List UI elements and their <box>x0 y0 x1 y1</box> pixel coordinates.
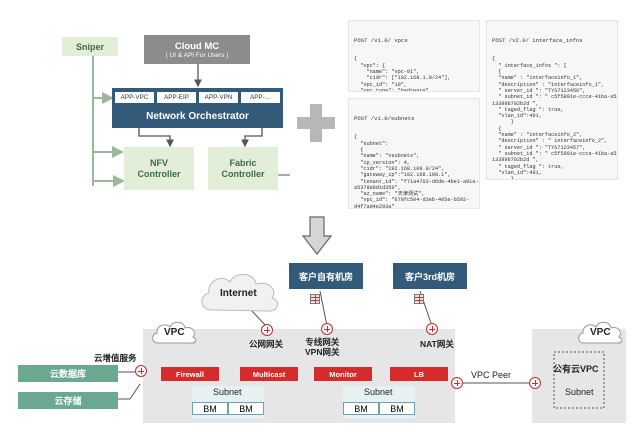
vpc-right-cloud-icon <box>578 321 623 344</box>
firewall-icon-3rd <box>414 294 424 304</box>
code-subnets: POST /v1.0/subnets { "subnet": { "name":… <box>348 98 480 209</box>
internet-cloud-icon <box>201 273 279 312</box>
cloud-mc-title: Cloud MC <box>174 40 220 52</box>
down-arrow-icon <box>301 216 333 255</box>
public-cloud-vpc-label: 公有云VPC <box>553 364 599 374</box>
code-interface-infos: POST /v2.0/ interface_infos { " interfac… <box>486 20 618 180</box>
public-gateway-label: 公网网关 <box>249 339 284 349</box>
subnet-left: Subnet BM BM <box>192 386 264 418</box>
app-eip: APP-EIP <box>157 92 196 103</box>
bm-right-1: BM <box>343 402 379 415</box>
internet-label: Internet <box>220 288 257 299</box>
multicast-service: Multicast <box>240 367 298 381</box>
plus-icon <box>297 104 335 142</box>
customer-3rd-label: 客户3rd机房 <box>404 271 455 282</box>
app-vpn: APP-VPN <box>199 92 238 103</box>
code-vpcs-title: POST /v1.0/ vpcs <box>354 36 408 44</box>
fabric-controller-box: Fabric Controller <box>208 147 278 190</box>
network-orchestrator-box: APP-VPC APP-EIP APP-VPN APP-… Network Or… <box>112 88 283 128</box>
app-more: APP-… <box>241 92 280 103</box>
customer-own-dc: 客户自有机房 <box>289 263 363 289</box>
firewall-service: Firewall <box>161 367 219 381</box>
vpc-peer-router-left-icon <box>451 377 463 389</box>
nat-gateway-label: NAT网关 <box>420 339 454 349</box>
code-intf-title: POST /v2.0/ interface_infos <box>492 36 583 44</box>
nfv-controller-box: NFV Controller <box>124 147 194 190</box>
cloud-db-box: 云数据库 <box>18 365 118 382</box>
subnet-public-label: Subnet <box>565 387 594 397</box>
customer-own-label: 客户自有机房 <box>298 271 353 282</box>
bm-left-2: BM <box>228 402 264 415</box>
customer-3rd-dc: 客户3rd机房 <box>393 263 467 289</box>
sniper-label: Sniper <box>75 41 104 52</box>
dedicated-gateway-label: 专线网关 VPN网关 <box>305 337 340 357</box>
vpc-cloud-icon <box>152 321 197 344</box>
vpc-peer-router-right-icon <box>529 377 541 389</box>
bm-left-1: BM <box>192 402 228 415</box>
dedicated-gateway-router-icon <box>321 323 333 335</box>
subnet-left-label: Subnet <box>213 387 242 397</box>
subnet-right-label: Subnet <box>364 387 393 397</box>
vpc-peer-label: VPC Peer <box>471 370 512 380</box>
lb-service: LB <box>390 367 448 381</box>
cloud-storage-label: 云存储 <box>54 396 82 406</box>
value-added-router-icon <box>135 365 147 377</box>
cloud-mc-subtitle: ( UI & API For Users ) <box>165 51 229 59</box>
code-subnets-body: { "subnet": { "name": "vsubnets", "ip_ve… <box>354 134 479 209</box>
code-vpcs-body: { "vpc": { "name": "vpc-01", "cidr": ["1… <box>354 56 451 92</box>
orchestrator-label: Network Orchestrator <box>146 111 249 122</box>
public-gateway-router-icon <box>261 324 273 336</box>
fabric-label: Fabric Controller <box>221 157 265 179</box>
nfv-label: NFV Controller <box>137 157 181 179</box>
monitor-service: Monitor <box>314 367 372 381</box>
cloud-db-label: 云数据库 <box>49 369 86 379</box>
nat-gateway-router-icon <box>426 323 438 335</box>
bm-right-2: BM <box>379 402 415 415</box>
sniper-box: Sniper <box>62 37 118 56</box>
code-intf-body: { " interface_infos ": [ { "name" : "int… <box>492 56 617 180</box>
app-vpc: APP-VPC <box>115 92 154 103</box>
code-subnets-title: POST /v1.0/subnets <box>354 114 415 122</box>
value-added-label: 云增值服务 <box>94 353 137 363</box>
vpc-right-label: VPC <box>590 327 611 338</box>
public-cloud-area <box>532 329 626 423</box>
code-vpcs: POST /v1.0/ vpcs { "vpc": { "name": "vpc… <box>348 20 480 92</box>
cloud-storage-box: 云存储 <box>18 392 118 409</box>
firewall-icon-own <box>310 294 320 304</box>
subnet-right: Subnet BM BM <box>343 386 415 418</box>
vpc-label: VPC <box>164 327 185 338</box>
app-row: APP-VPC APP-EIP APP-VPN APP-… <box>115 92 280 103</box>
cloud-mc-box: Cloud MC ( UI & API For Users ) <box>144 35 250 64</box>
